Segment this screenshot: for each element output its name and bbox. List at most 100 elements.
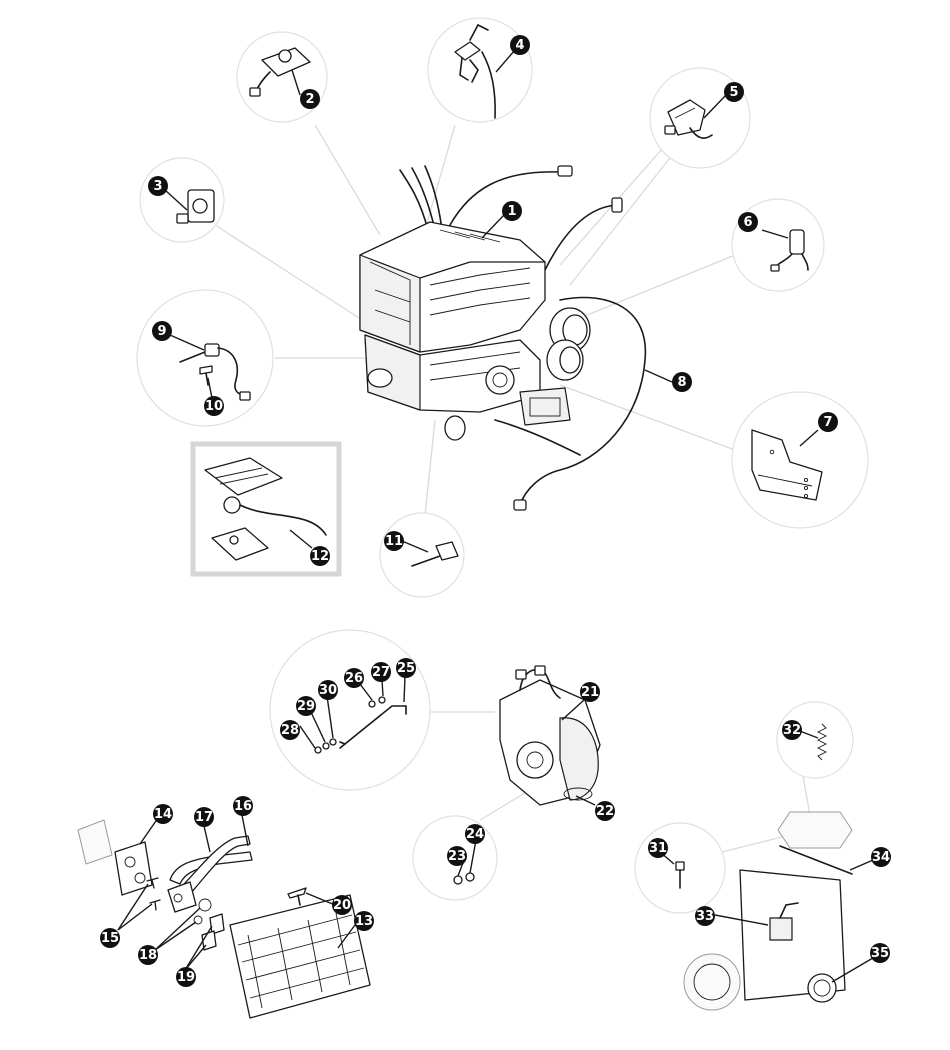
callout-15: 15 bbox=[100, 928, 120, 948]
callout-24-number: 24 bbox=[466, 827, 484, 842]
heater-unit-assembly bbox=[359, 165, 647, 511]
callout-18: 18 bbox=[138, 945, 158, 965]
callout-21-badge bbox=[580, 682, 600, 702]
part-32-spring bbox=[816, 723, 828, 761]
detail-circle-4 bbox=[427, 17, 533, 123]
part-12-control-module bbox=[204, 457, 327, 561]
callout-28: 28 bbox=[280, 720, 300, 740]
callout-24-badge bbox=[465, 824, 485, 844]
part-13-heater-core bbox=[229, 894, 371, 1019]
callout-14-badge bbox=[153, 804, 173, 824]
callout-13-badge bbox=[354, 911, 374, 931]
callout-6-number: 6 bbox=[743, 215, 752, 230]
callout-33: 33 bbox=[695, 906, 715, 926]
callout-31-number: 31 bbox=[649, 841, 667, 856]
callout-14-number: 14 bbox=[154, 807, 172, 822]
callout-12: 12 bbox=[310, 546, 330, 566]
callout-20: 20 bbox=[332, 895, 352, 915]
callout-29-badge bbox=[296, 696, 316, 716]
callout-8-badge bbox=[672, 372, 692, 392]
callout-20-badge bbox=[332, 895, 352, 915]
callout-4: 4 bbox=[510, 35, 530, 55]
parts-23-24-nut-washer bbox=[453, 872, 475, 885]
part-3-switch bbox=[176, 189, 215, 224]
part-34-seal bbox=[777, 811, 853, 875]
callout-34: 34 bbox=[871, 847, 891, 867]
callout-32-badge bbox=[782, 720, 802, 740]
callout-6-badge bbox=[738, 212, 758, 232]
callout-31: 31 bbox=[648, 838, 668, 858]
callout-18-badge bbox=[138, 945, 158, 965]
callout-2-number: 2 bbox=[305, 92, 314, 107]
callout-32-number: 32 bbox=[783, 723, 801, 738]
part-14-grommet-plate bbox=[77, 819, 153, 896]
callout-17-number: 17 bbox=[195, 810, 213, 825]
callout-11-number: 11 bbox=[385, 534, 403, 549]
callout-21: 21 bbox=[580, 682, 600, 702]
callout-35: 35 bbox=[870, 943, 890, 963]
callout-20-number: 20 bbox=[333, 898, 351, 913]
callout-19-badge bbox=[176, 967, 196, 987]
part-5-actuator bbox=[664, 99, 713, 139]
callout-23-badge bbox=[447, 846, 467, 866]
parts-18-19-orings bbox=[193, 898, 225, 951]
callout-1-badge bbox=[502, 201, 522, 221]
part-9-sensor-probe bbox=[179, 343, 251, 401]
callout-34-badge bbox=[871, 847, 891, 867]
callout-21-number: 21 bbox=[581, 685, 599, 700]
callout-26: 26 bbox=[344, 668, 364, 688]
callout-12-number: 12 bbox=[311, 549, 329, 564]
callout-22-badge bbox=[595, 801, 615, 821]
part-10-screw bbox=[199, 365, 213, 386]
callout-12-badge bbox=[310, 546, 330, 566]
callout-35-badge bbox=[870, 943, 890, 963]
callout-33-number: 33 bbox=[696, 909, 714, 924]
callout-16-badge bbox=[233, 796, 253, 816]
callout-29-number: 29 bbox=[297, 699, 315, 714]
part-7-panel bbox=[751, 429, 823, 501]
callout-16-number: 16 bbox=[234, 799, 252, 814]
callout-27: 27 bbox=[371, 662, 391, 682]
callout-17: 17 bbox=[194, 807, 214, 827]
callout-18-number: 18 bbox=[139, 948, 157, 963]
part-20-clip bbox=[287, 887, 307, 906]
callout-9-badge bbox=[152, 321, 172, 341]
part-21-blower-housing bbox=[499, 665, 601, 806]
part-15-screws bbox=[146, 877, 161, 911]
callout-2: 2 bbox=[300, 89, 320, 109]
callout-23-number: 23 bbox=[448, 849, 466, 864]
callout-34-number: 34 bbox=[872, 850, 890, 865]
detail-circle-32 bbox=[776, 701, 854, 779]
callout-22-number: 22 bbox=[596, 804, 614, 819]
callout-7-badge bbox=[818, 412, 838, 432]
callout-3: 3 bbox=[148, 176, 168, 196]
detail-circle-2 bbox=[236, 31, 328, 123]
callout-19-number: 19 bbox=[177, 970, 195, 985]
callout-9-number: 9 bbox=[157, 324, 166, 339]
callout-2-badge bbox=[300, 89, 320, 109]
callout-19: 19 bbox=[176, 967, 196, 987]
part-11-connector bbox=[411, 541, 459, 567]
callout-24: 24 bbox=[465, 824, 485, 844]
callout-26-badge bbox=[344, 668, 364, 688]
part-25-bracket-rod bbox=[339, 705, 407, 749]
callout-13-number: 13 bbox=[355, 914, 373, 929]
callout-22: 22 bbox=[595, 801, 615, 821]
callout-badges: 1234567891011121314151617181920212223242… bbox=[100, 35, 891, 987]
part-2-switch-bracket bbox=[249, 47, 311, 97]
callout-26-number: 26 bbox=[345, 671, 363, 686]
part-33-resistor-block bbox=[683, 869, 846, 1011]
callout-10-number: 10 bbox=[205, 399, 223, 414]
callout-10: 10 bbox=[204, 396, 224, 416]
callout-4-badge bbox=[510, 35, 530, 55]
callout-11: 11 bbox=[384, 531, 404, 551]
callout-7: 7 bbox=[818, 412, 838, 432]
callout-4-number: 4 bbox=[515, 38, 524, 53]
callout-15-badge bbox=[100, 928, 120, 948]
parts-26-30-hardware bbox=[314, 696, 386, 754]
callout-14: 14 bbox=[153, 804, 173, 824]
callout-3-badge bbox=[148, 176, 168, 196]
parts-16-17-pipes bbox=[167, 835, 253, 913]
callout-8-number: 8 bbox=[677, 375, 686, 390]
